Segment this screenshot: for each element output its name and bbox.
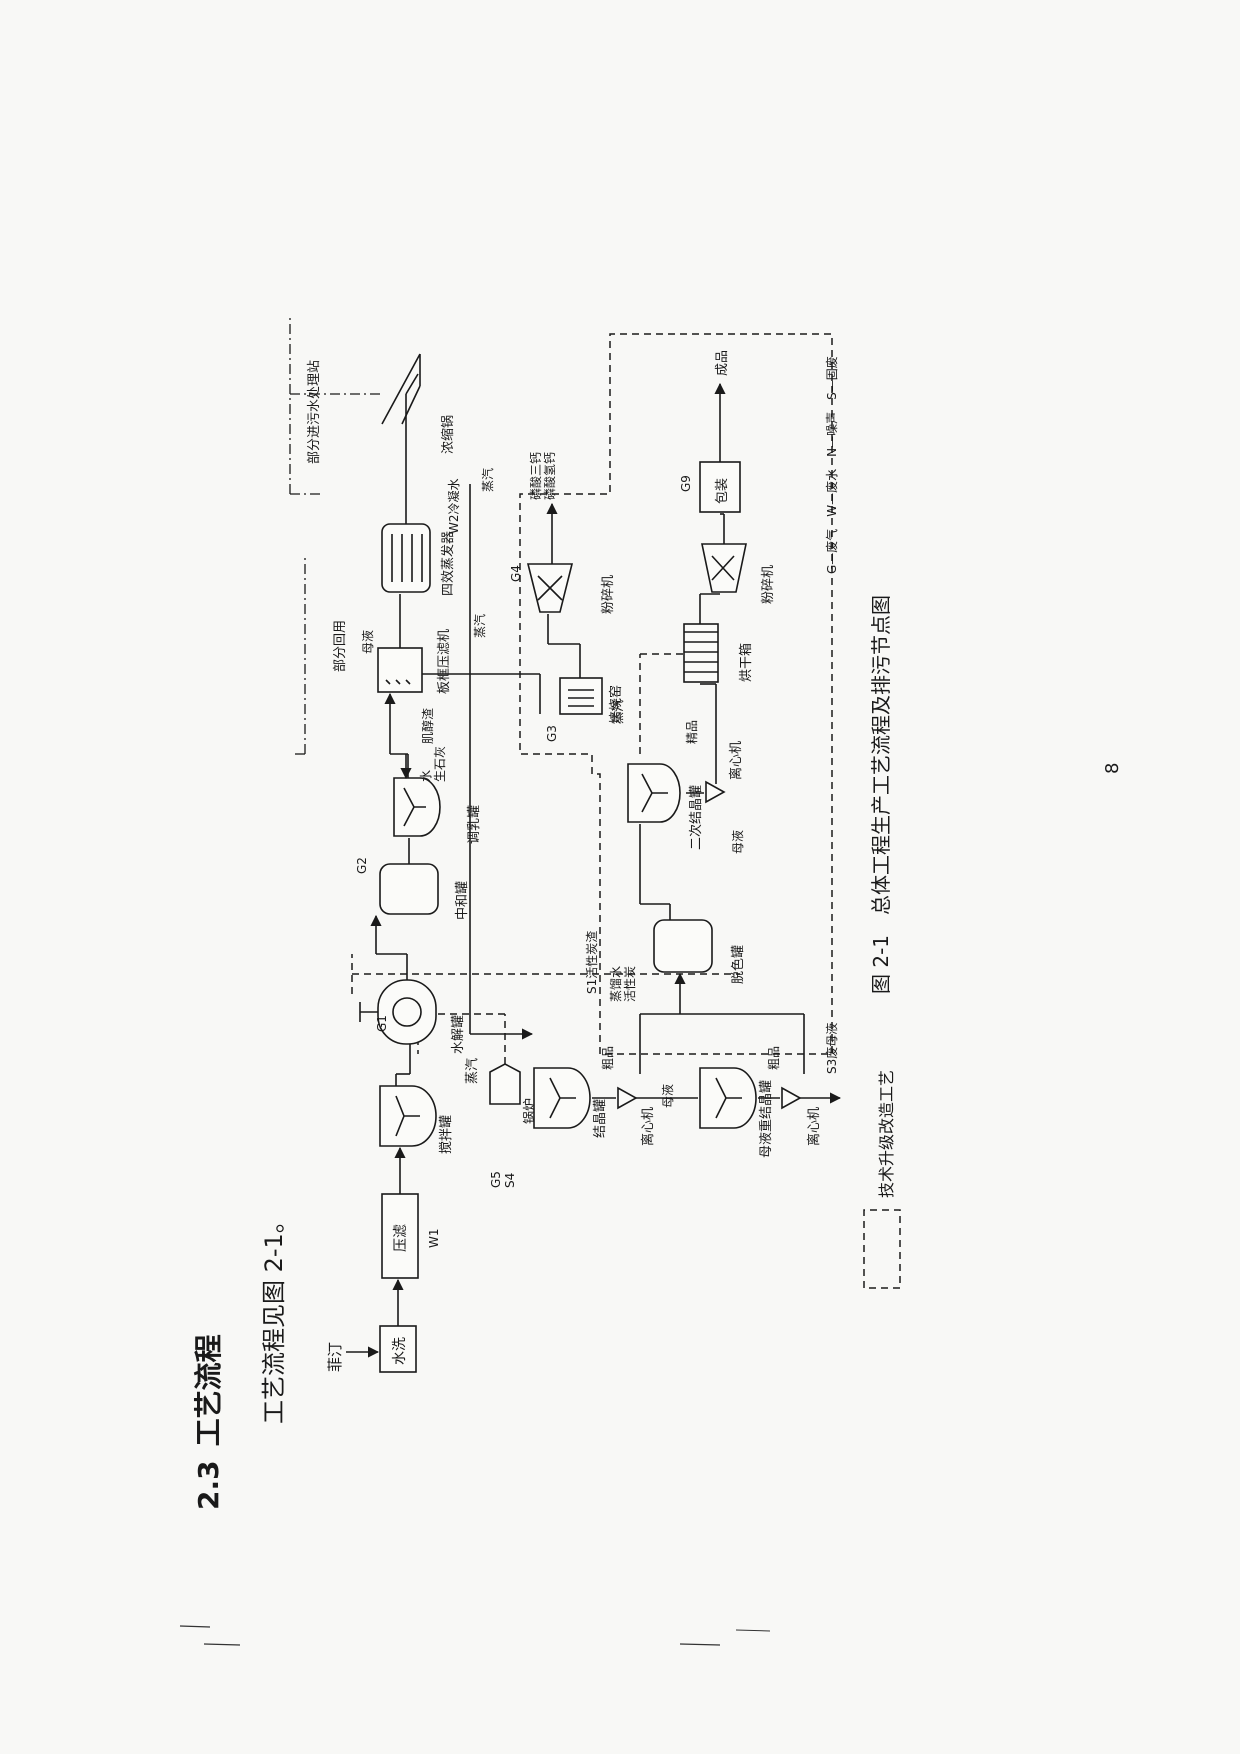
g4-label: G4 — [509, 565, 523, 582]
neutral-tank — [379, 863, 439, 915]
centrifuge-2 — [781, 1086, 802, 1110]
scan-noise — [179, 1625, 771, 1646]
mix-tank-label: 搅拌罐 — [438, 1115, 454, 1154]
cryst-tank-label: 结晶罐 — [593, 1099, 608, 1138]
s1-label: S1活性炭渣 — [585, 931, 599, 994]
recycle-label: 部分回用 — [333, 620, 348, 672]
hydro-tank — [377, 979, 437, 1045]
steam-label-1: 蒸汽 — [465, 1058, 480, 1084]
dryer-label: 烘干箱 — [738, 643, 754, 682]
grinder2-label: 粉碎机 — [761, 565, 776, 604]
centrifuge-1 — [617, 1086, 638, 1110]
filter-label: 板框压滤机 — [437, 629, 452, 694]
centrifuge-3 — [705, 780, 726, 804]
crude-label-1: 粗品 — [601, 1046, 615, 1070]
grinder1-label: 粉碎机 — [601, 575, 616, 614]
concentrator-funnel — [381, 353, 421, 425]
g1-label: G1 — [375, 1015, 389, 1032]
centrifuge-label-2: 离心机 — [806, 1107, 822, 1146]
g5s4-label: G5S4 — [489, 1171, 517, 1188]
decolor-tank — [653, 919, 713, 973]
steam-label-2: 蒸汽 — [472, 614, 487, 638]
boiler-shape — [489, 1063, 521, 1105]
mother-liquor-label-1: 母液 — [360, 630, 375, 654]
lime-in-label: 水生石灰 — [419, 746, 447, 782]
carbon-in-label: 蒸馏水活性炭 — [609, 966, 637, 1002]
raw-material-label: 菲汀 — [326, 1342, 344, 1372]
dryer — [683, 623, 719, 683]
g2-label: G2 — [355, 857, 369, 874]
mother-tank-label: 母液重结晶罐 — [758, 1080, 774, 1158]
filter-press — [377, 647, 423, 693]
legend-label: 技术升级改造工艺 — [877, 1070, 896, 1198]
wash-label: 水洗 — [392, 1337, 408, 1365]
figure-caption: 图 2-1 总体工程生产工艺流程及排污节点图 — [869, 595, 893, 994]
mother-liquor-label-3: 母液 — [730, 830, 745, 854]
page-number: 8 — [1102, 763, 1123, 774]
press-label: 压滤 — [393, 1224, 409, 1252]
decolor-tank-label: 脱色罐 — [730, 945, 746, 984]
steam-label-4: 蒸汽 — [610, 700, 625, 724]
centrifuge-label-3: 离心机 — [728, 741, 744, 780]
wwtp-label: 部分进污水处理站 — [307, 360, 322, 464]
section-heading: 2.3工艺流程 — [192, 1334, 225, 1510]
w1-label: W1 — [427, 1229, 441, 1249]
mother-liquor-label-2: 母液 — [660, 1084, 675, 1108]
upgrade-boundary — [519, 333, 833, 1055]
hydro-tank-label: 水解罐 — [451, 1015, 466, 1054]
emission-key: G—废气 W—废水 N—噪声 S—固废 — [824, 356, 839, 574]
inositol-res-label: 肌醇渣 — [420, 708, 435, 744]
g3-label: G3 — [545, 725, 559, 742]
crude-label-2: 粗品 — [767, 1046, 781, 1070]
phos-label: 磷酸三钙磷酸氢钙 — [528, 452, 557, 500]
product-label: 成品 — [715, 350, 730, 376]
pack-label: 包装 — [715, 478, 730, 504]
kiln — [559, 677, 603, 715]
kiln-label: 焙烧窑 — [608, 685, 624, 724]
centrifuge-label-1: 离心机 — [640, 1107, 656, 1146]
w2-label: W2冷凝水 — [446, 478, 461, 534]
g9-label: G9 — [679, 475, 693, 492]
intro-text: 工艺流程见图 2-1。 — [260, 1209, 288, 1424]
legend-box — [863, 1209, 901, 1289]
concentrator-label: 浓缩锅 — [440, 415, 456, 454]
recryst-label: 二次结晶罐 — [688, 785, 704, 850]
neutral-tank-label: 中和罐 — [455, 881, 470, 920]
steam-label-3: 蒸汽 — [480, 468, 495, 492]
fine-label: 精品 — [685, 720, 699, 744]
evaporator-label: 四效蒸发器 — [440, 531, 456, 596]
